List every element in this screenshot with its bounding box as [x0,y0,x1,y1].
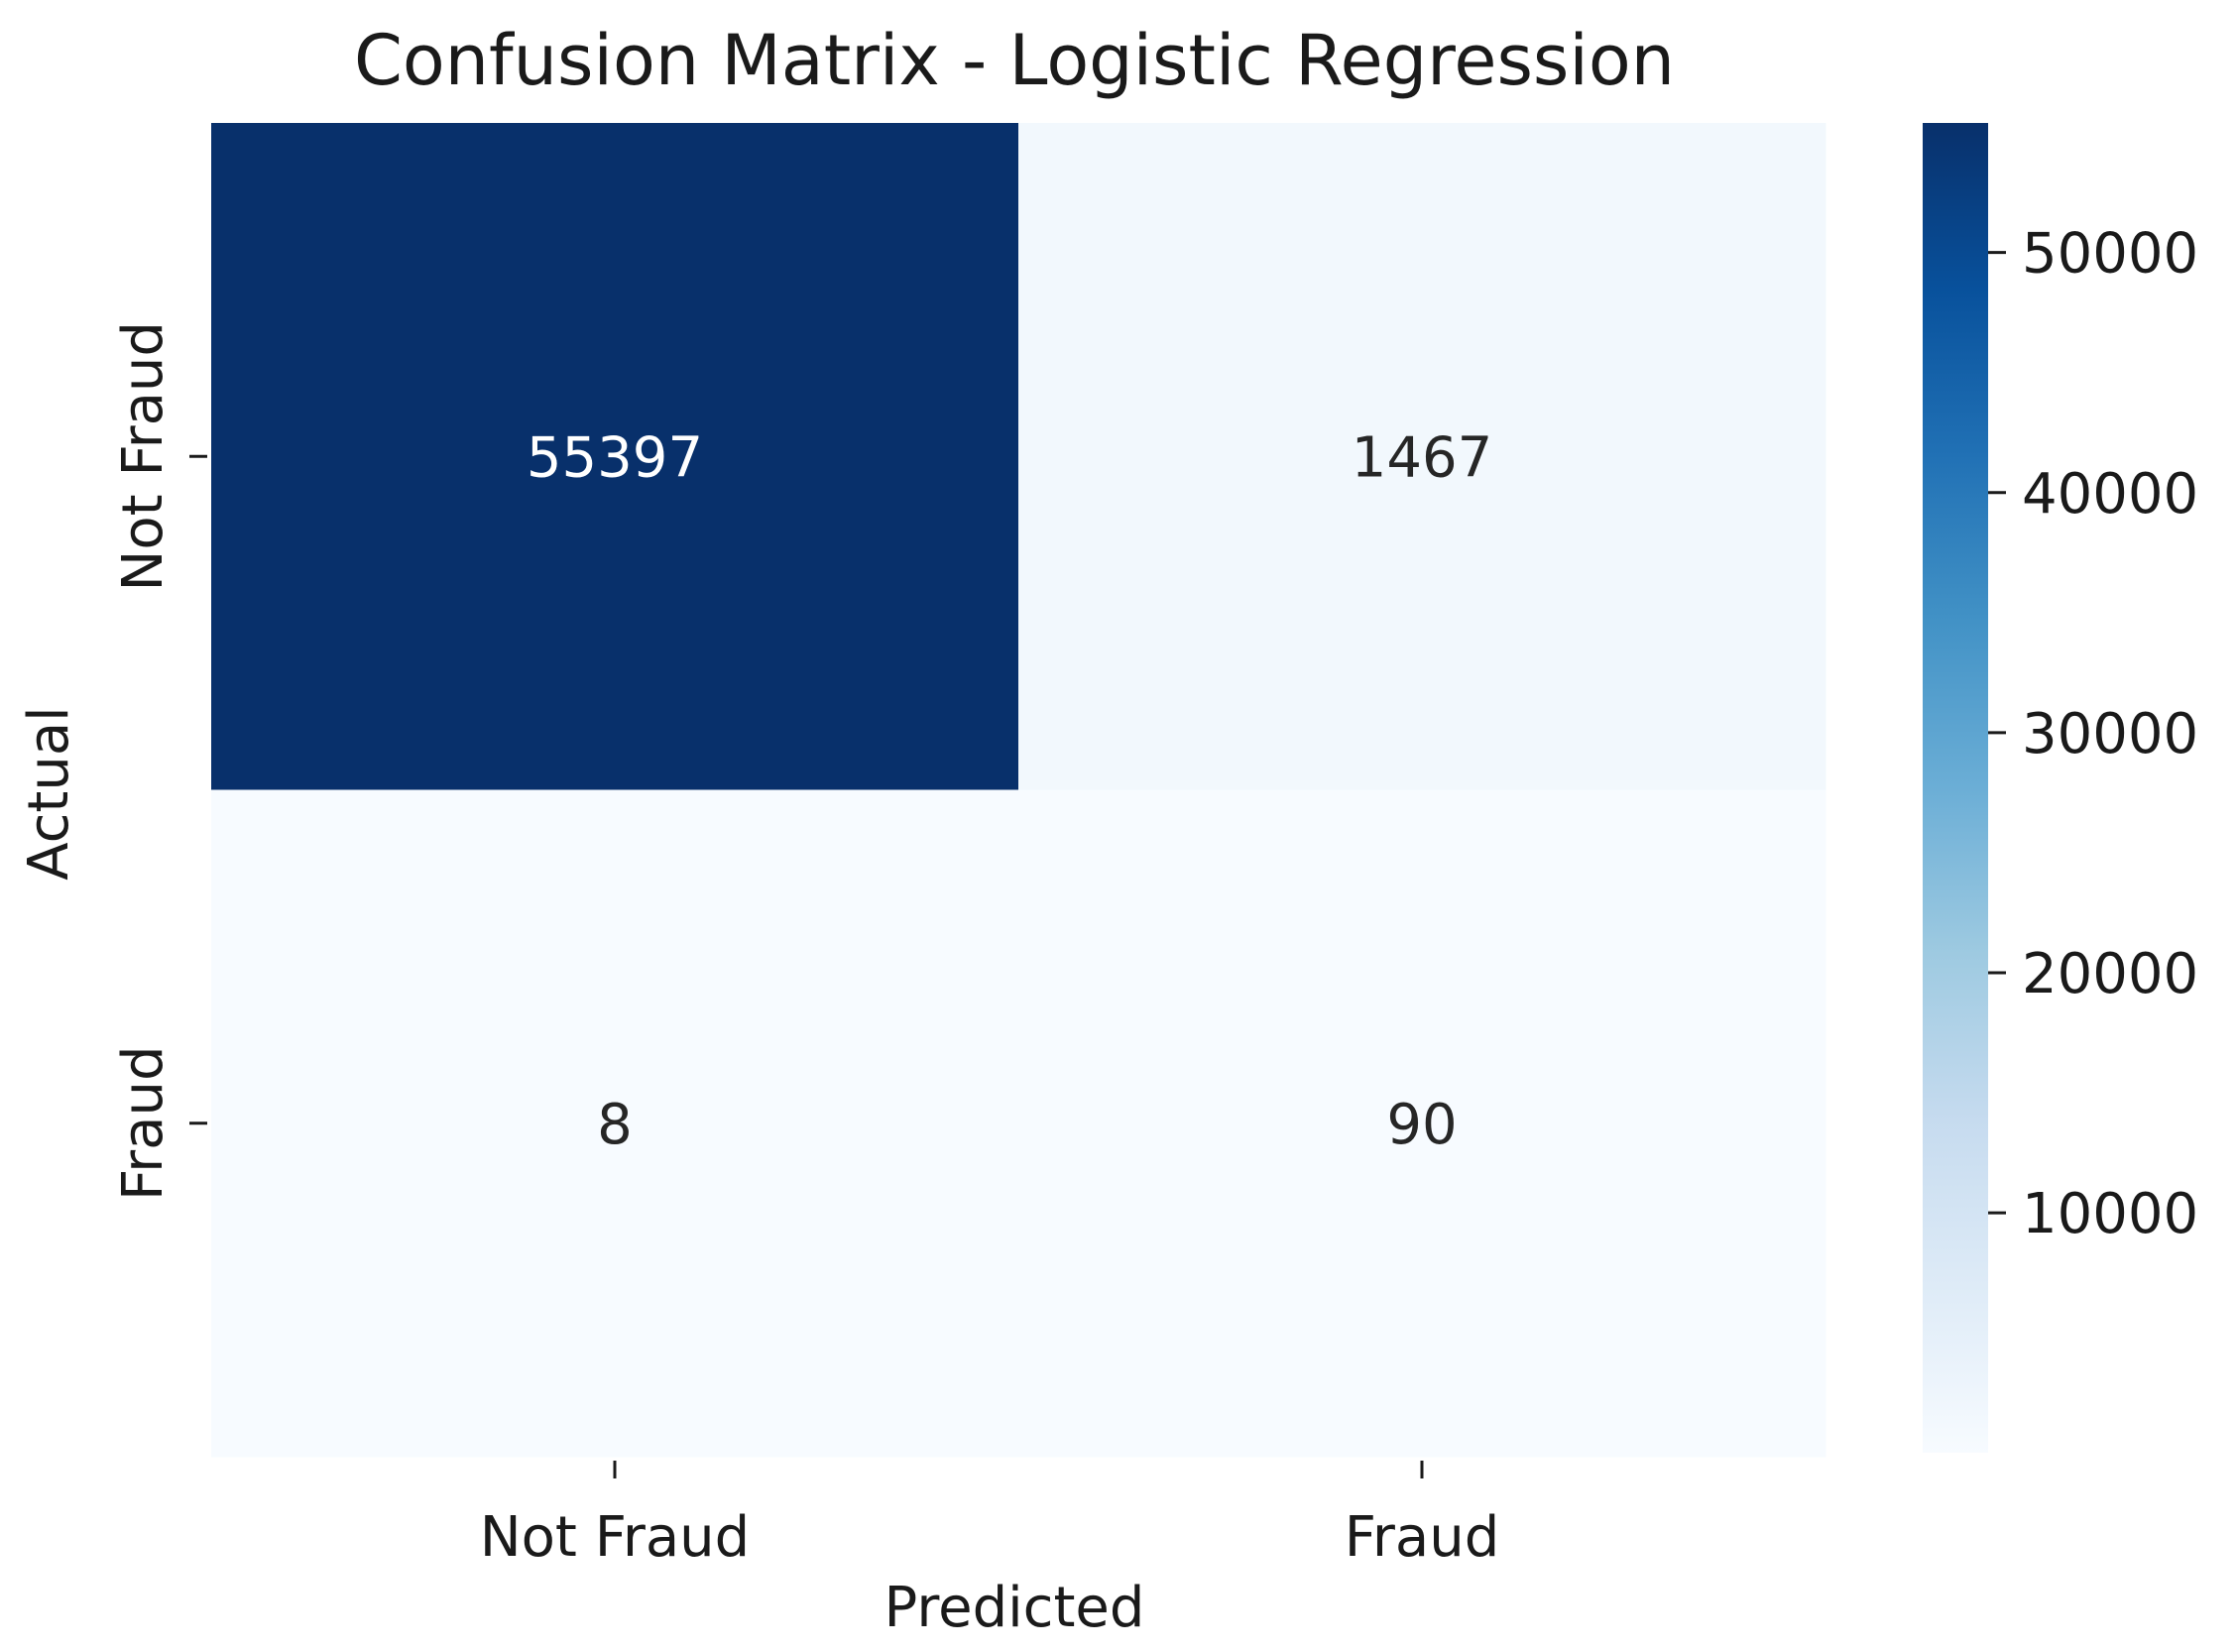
colorbar [1923,123,1988,1453]
cell-value-label: 90 [1386,1093,1457,1157]
y-tick-label: Not Fraud [111,321,176,591]
x-tick-label: Fraud [1345,1505,1500,1570]
heatmap-cell [1018,123,1826,790]
heatmap-annotations: 55397 1467 8 90 [527,425,1492,1157]
colorbar-tick-label: 20000 [2022,942,2198,1006]
x-axis-label: Predicted [884,1576,1145,1640]
x-tick-label: Not Fraud [480,1505,750,1570]
heatmap-cell [1018,789,1826,1458]
heatmap-cells [211,123,1826,1458]
colorbar-tick-label: 30000 [2022,702,2198,767]
chart-title: Confusion Matrix - Logistic Regression [354,20,1675,101]
cell-value-label: 8 [597,1093,633,1157]
cell-value-label: 55397 [527,425,703,490]
colorbar-ticks: 10000 20000 30000 40000 50000 [1988,222,2198,1246]
colorbar-tick-label: 10000 [2022,1182,2198,1246]
x-axis-ticks: Not Fraud Fraud [480,1461,1499,1570]
heatmap-cell [211,123,1019,790]
cell-value-label: 1467 [1352,425,1493,490]
heatmap-cell [211,789,1019,1458]
y-axis-label: Actual [17,706,81,880]
y-tick-label: Fraud [111,1045,176,1201]
colorbar-tick-label: 50000 [2022,222,2198,287]
colorbar-tick-label: 40000 [2022,462,2198,527]
